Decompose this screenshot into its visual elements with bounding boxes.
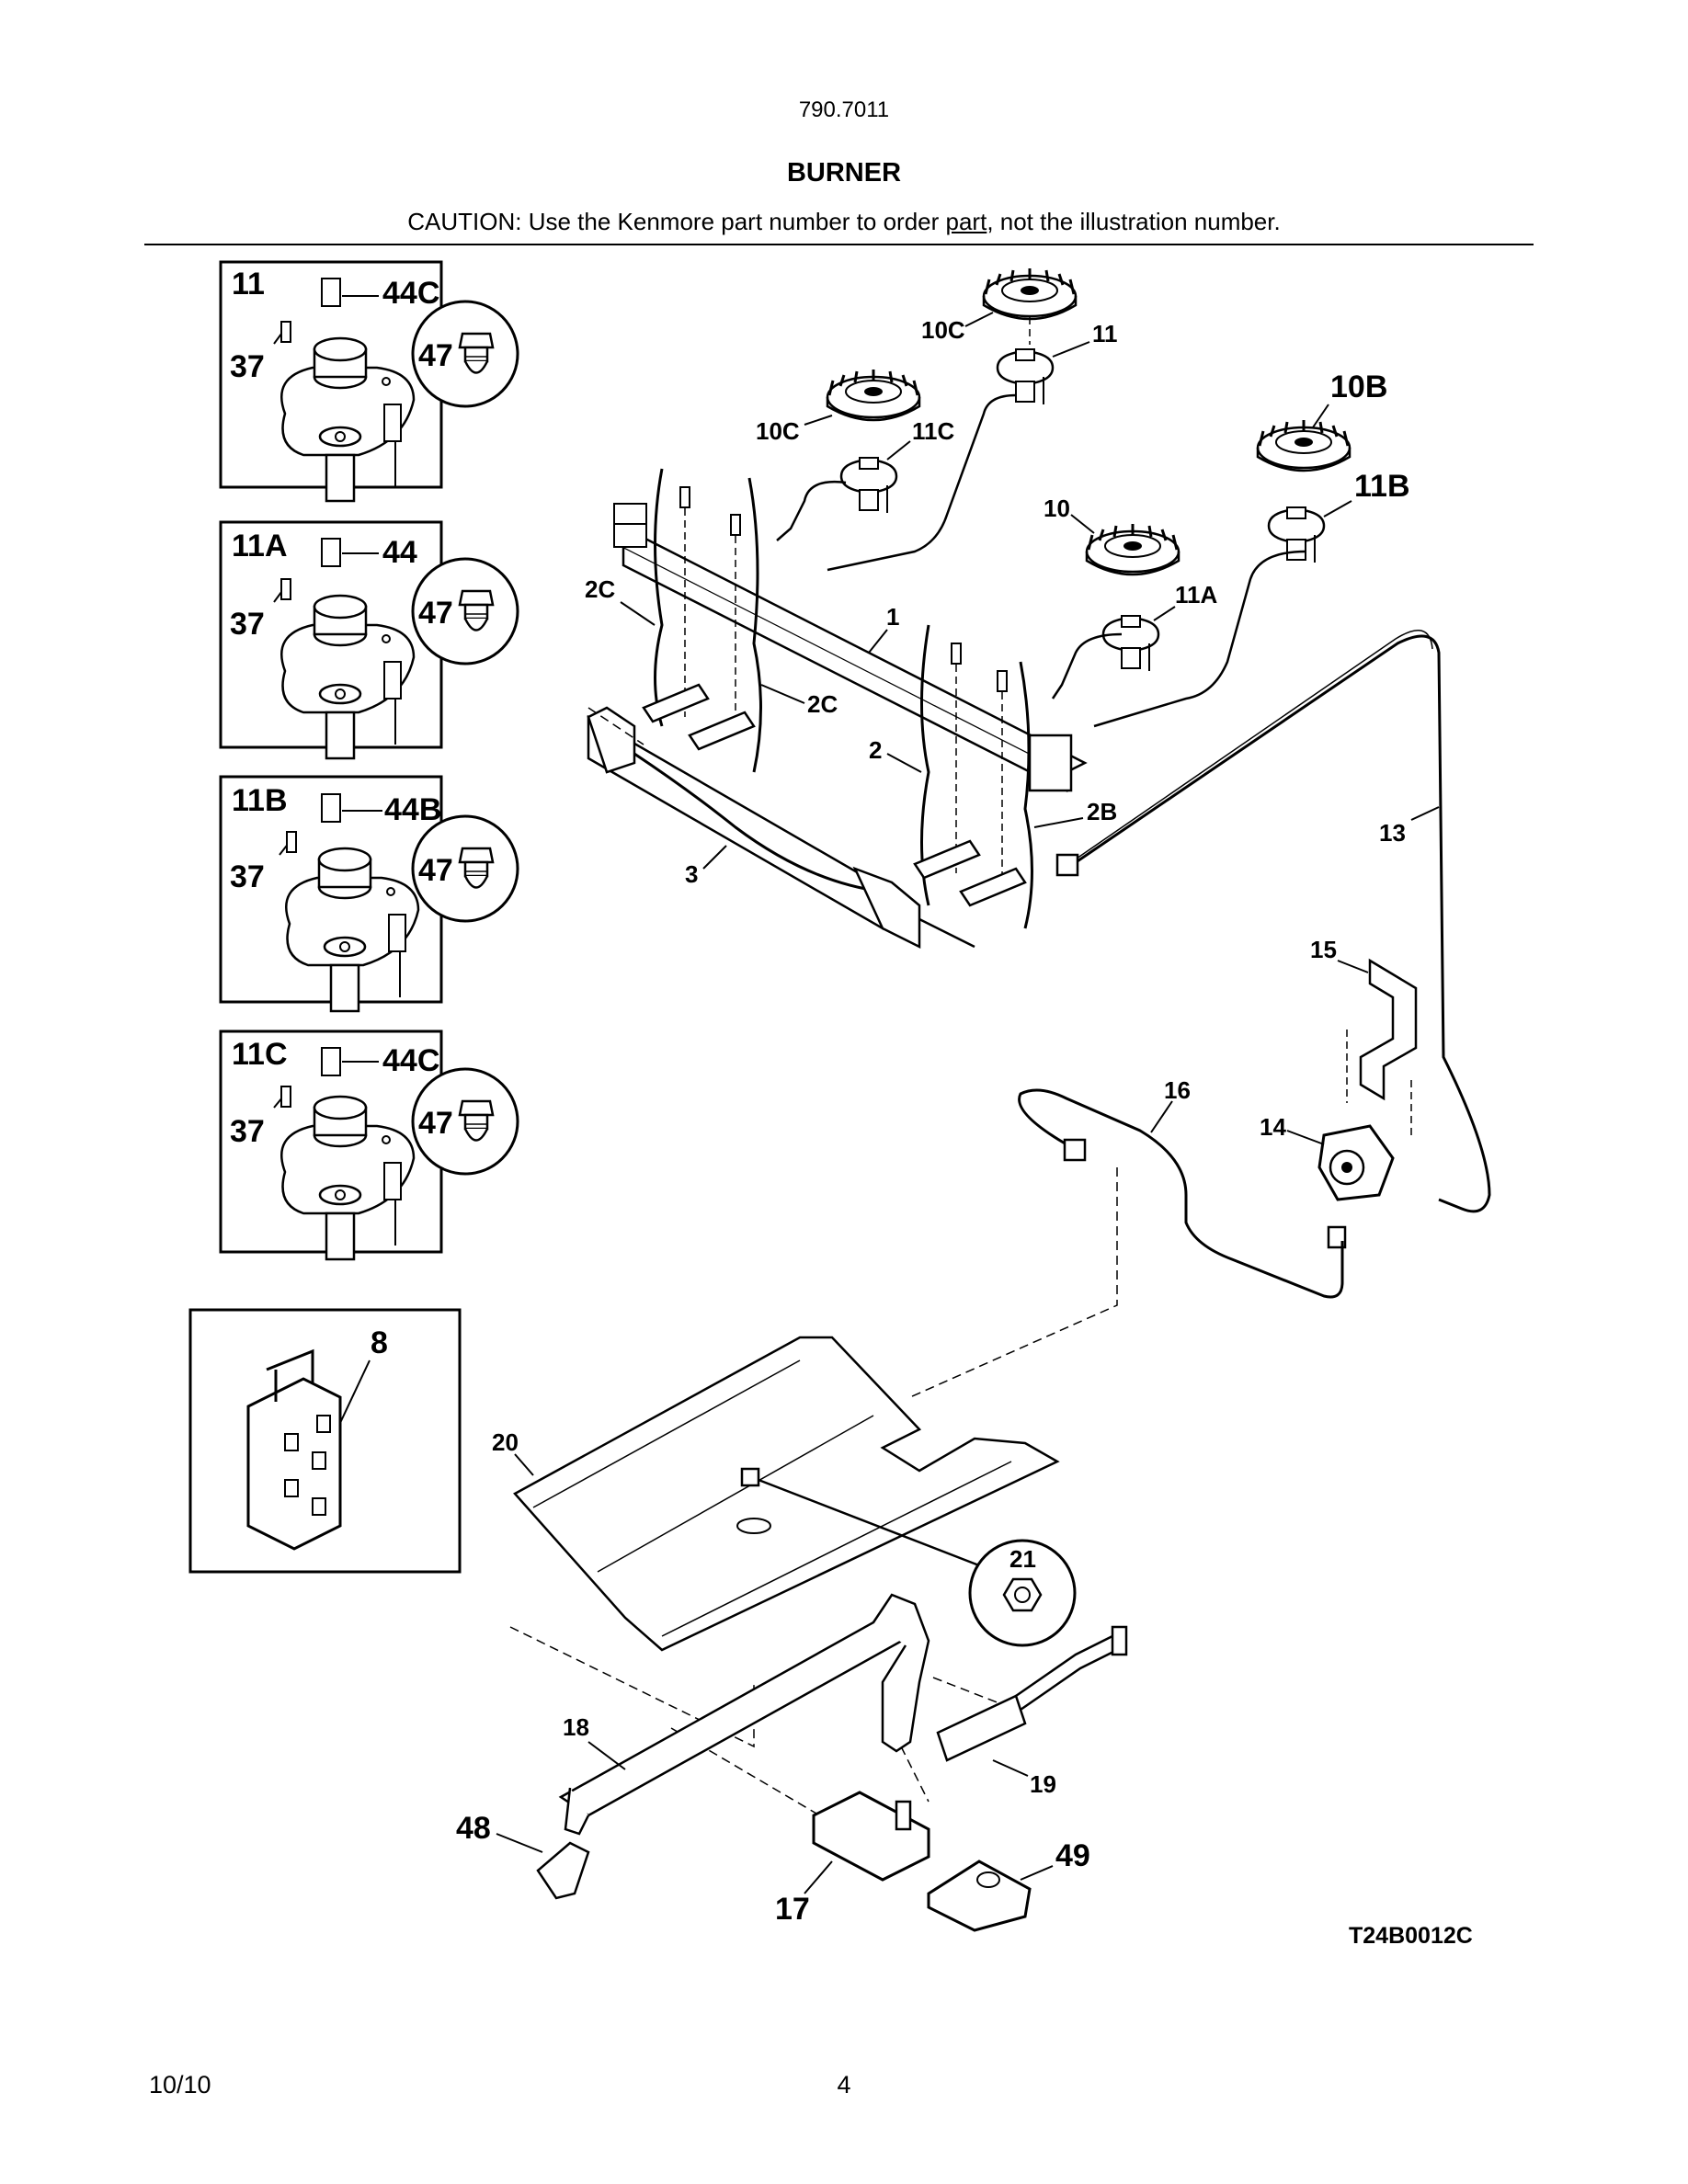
regulator-bracket: 15 (1310, 936, 1418, 1140)
caution-text-end: , not the illustration number. (987, 208, 1281, 235)
callout-10c-2: 10C (756, 417, 800, 445)
footer-date: 10/10 (149, 2071, 211, 2099)
orifice-ref: 47 (418, 596, 453, 631)
caution-text: CAUTION: Use the Kenmore part number to … (407, 208, 946, 235)
callout-11a: 11A (1175, 581, 1217, 609)
cap-ref: 44B (384, 792, 441, 827)
inset-label: 11 (232, 267, 265, 301)
burner-head-11c: 11C (839, 417, 954, 515)
regulator-tube: 16 (1018, 1076, 1344, 1299)
burner-crown-10b: 10B (1256, 370, 1387, 472)
callout-11b: 11B (1354, 469, 1410, 504)
screw-ref: 37 (230, 1114, 265, 1149)
page-title: BURNER (786, 158, 902, 188)
callout-2c-right: 2C (807, 690, 838, 718)
burner-head-11a: 11A (1101, 581, 1217, 673)
heat-shield: 20 (492, 1336, 1060, 1652)
cap-ref: 44 (382, 535, 417, 570)
page-number: 4 (837, 2071, 851, 2099)
callout-20: 20 (492, 1428, 519, 1456)
screw-ref: 37 (230, 859, 265, 894)
inset-burner-11: 11 44C 37 47 (219, 260, 519, 503)
screw-ref: 37 (230, 607, 265, 642)
valve-group-left: 2C 2C (585, 468, 838, 773)
nut: 21 (740, 1467, 1077, 1647)
orifice-ref: 47 (418, 338, 453, 373)
callout-11c: 11C (912, 417, 954, 445)
valve-bracket: 49 (927, 1838, 1090, 1932)
drawing-code: T24B0012C (1349, 1923, 1473, 1949)
screw-ref: 37 (230, 349, 265, 384)
inset-ignition-module: 8 (188, 1308, 462, 1574)
inset-label: 11A (232, 529, 288, 563)
callout-21: 21 (1009, 1545, 1036, 1573)
callout-17: 17 (775, 1892, 810, 1927)
burner-head-11-top: 11 (996, 320, 1118, 406)
inset-label: 11B (232, 783, 288, 818)
callout-2: 2 (869, 736, 882, 764)
burner-crown-10c-mid: 10C (756, 368, 921, 445)
callout-11: 11 (1092, 320, 1118, 347)
callout-10: 10 (1044, 495, 1070, 522)
caution-note: CAUTION: Use the Kenmore part number to … (0, 208, 1688, 236)
burner-rail: 3 (587, 706, 975, 950)
caution-part-word: part (945, 208, 987, 235)
callout-10c: 10C (921, 316, 965, 344)
burner-crown-10c-top: 10C (921, 267, 1078, 345)
orifice-ref: 47 (418, 1106, 453, 1141)
header-rule (144, 244, 1534, 245)
callout-19: 19 (1030, 1770, 1056, 1798)
callout-3: 3 (685, 860, 698, 888)
callout-2c-left: 2C (585, 575, 615, 603)
inset-burner-11a: 11A 44 37 47 (219, 520, 519, 760)
bake-igniter: 19 (936, 1625, 1128, 1798)
callout-2b: 2B (1087, 798, 1117, 825)
burner-head-11b: 11B (1267, 469, 1410, 564)
callout-14: 14 (1260, 1113, 1286, 1141)
inset-burner-11b: 11B 44B 37 47 (219, 775, 519, 1013)
callout-10b: 10B (1330, 370, 1387, 404)
callout-1: 1 (886, 603, 899, 631)
inset-burner-11c: 11C 44C 37 47 (219, 1029, 519, 1261)
burner-crown-10: 10 (1044, 495, 1180, 576)
callout-16: 16 (1164, 1076, 1191, 1104)
callout-13: 13 (1379, 819, 1406, 847)
cap-ref: 44C (382, 1043, 439, 1078)
callout-49: 49 (1055, 1838, 1090, 1873)
inset-label: 8 (371, 1325, 388, 1360)
callout-15: 15 (1310, 936, 1337, 963)
model-number: 790.7011 (798, 97, 890, 122)
valve-group-right: 2 2B (869, 624, 1117, 929)
callout-48: 48 (456, 1811, 491, 1846)
gas-tubes (776, 393, 1306, 728)
orifice-ref: 47 (418, 853, 453, 888)
pressure-regulator: 14 (1260, 1113, 1395, 1249)
bake-burner-tube: 18 (558, 1593, 930, 1836)
inset-label: 11C (232, 1037, 288, 1072)
bake-valve: 17 (775, 1791, 930, 1927)
supply-tube: 13 (1055, 630, 1491, 1213)
callout-18: 18 (563, 1713, 589, 1741)
cap-ref: 44C (382, 276, 439, 311)
assembly-guide-lines (509, 707, 1118, 1821)
burner-support-bracket: 48 (456, 1811, 590, 1900)
